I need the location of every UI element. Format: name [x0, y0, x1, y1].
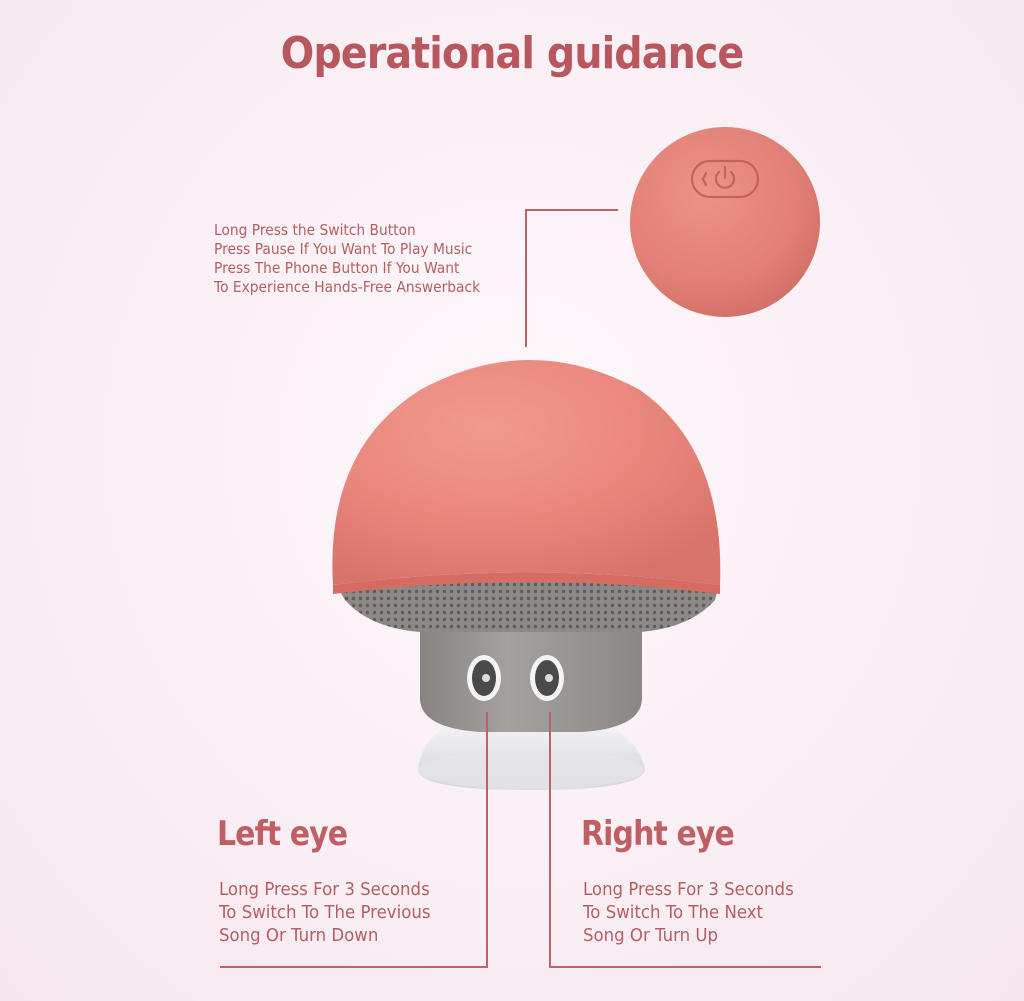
mushroom-cap [332, 360, 721, 594]
instruction-line: Song Or Turn Down [219, 925, 379, 946]
switch-button-instructions: Long Press the Switch Button Press Pause… [214, 221, 503, 297]
instruction-line: To Switch To The Previous [219, 902, 431, 923]
instruction-line: To Switch To The Next [583, 902, 764, 923]
connector-line-top-vertical [525, 209, 527, 347]
right-eye-heading: Right eye [581, 814, 735, 854]
connector-line-top-horizontal [525, 209, 618, 211]
left-eye-button [467, 655, 501, 701]
instruction-line: Song Or Turn Up [583, 925, 719, 946]
right-eye-button [530, 655, 564, 701]
connector-line-right-horizontal [549, 966, 821, 968]
speaker-stem [420, 600, 642, 732]
instruction-line: Long Press For 3 Seconds [219, 879, 430, 900]
left-eye-heading: Left eye [217, 814, 348, 854]
connector-line-right-vertical [549, 712, 551, 968]
instruction-line: To Experience Hands-Free Answerback [214, 278, 481, 296]
instruction-line: Long Press For 3 Seconds [583, 879, 794, 900]
page-title: Operational guidance [280, 28, 745, 79]
right-eye-instructions: Long Press For 3 Seconds To Switch To Th… [583, 878, 812, 947]
connector-line-left-horizontal [220, 966, 488, 968]
instruction-line: Press The Phone Button If You Want [214, 259, 460, 277]
suction-cup [418, 726, 645, 790]
instruction-line: Long Press the Switch Button [214, 221, 416, 239]
instruction-line: Press Pause If You Want To Play Music [214, 240, 473, 258]
power-button-icon [690, 159, 760, 199]
speaker-grill [338, 574, 718, 632]
connector-line-left-vertical [486, 712, 488, 968]
cap-button-closeup [630, 127, 820, 317]
left-eye-instructions: Long Press For 3 Seconds To Switch To Th… [219, 878, 449, 947]
